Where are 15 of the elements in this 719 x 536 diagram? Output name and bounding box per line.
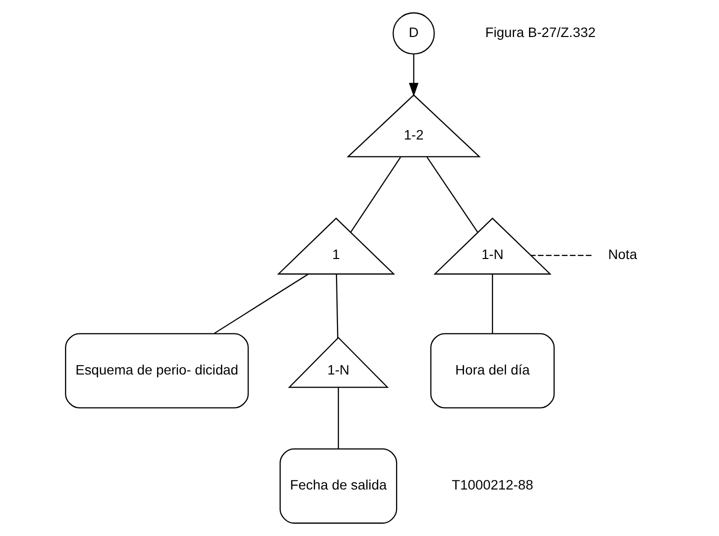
node-box: Fecha de salida: [280, 448, 398, 524]
connector: [336, 274, 338, 338]
label: T1000212-88: [452, 478, 534, 493]
node-box: Hora del día: [430, 333, 555, 408]
connector: [531, 254, 592, 256]
connector: [492, 274, 494, 334]
node-box: Esquema de perio- dicidad: [65, 333, 249, 408]
connector: [426, 156, 478, 233]
connector: [214, 274, 309, 334]
arrow: [408, 54, 419, 97]
node-text: Nota: [608, 246, 638, 262]
label: Figura B-27/Z.332: [485, 24, 596, 40]
connector: [338, 388, 339, 449]
connector: [350, 156, 402, 233]
node-circle: D: [392, 12, 435, 55]
